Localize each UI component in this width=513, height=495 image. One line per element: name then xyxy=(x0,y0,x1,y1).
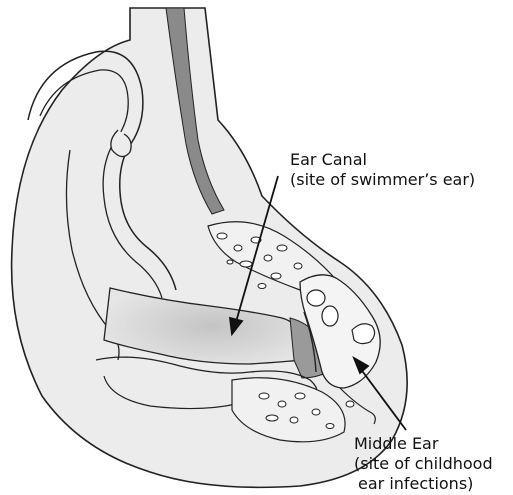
malleus-icon xyxy=(307,290,325,306)
middle-ear-note-line1: (site of childhood xyxy=(354,454,493,474)
middle-ear-title: Middle Ear xyxy=(354,434,493,454)
ear-canal-label: Ear Canal (site of swimmer’s ear) xyxy=(290,150,475,190)
ear-canal-title: Ear Canal xyxy=(290,150,475,170)
stapes-icon xyxy=(352,324,375,344)
middle-ear-note-line2: ear infections) xyxy=(354,474,493,494)
incus-icon xyxy=(322,306,338,326)
middle-ear-label: Middle Ear (site of childhood ear infect… xyxy=(354,434,493,494)
ear-canal-note: (site of swimmer’s ear) xyxy=(290,170,475,190)
